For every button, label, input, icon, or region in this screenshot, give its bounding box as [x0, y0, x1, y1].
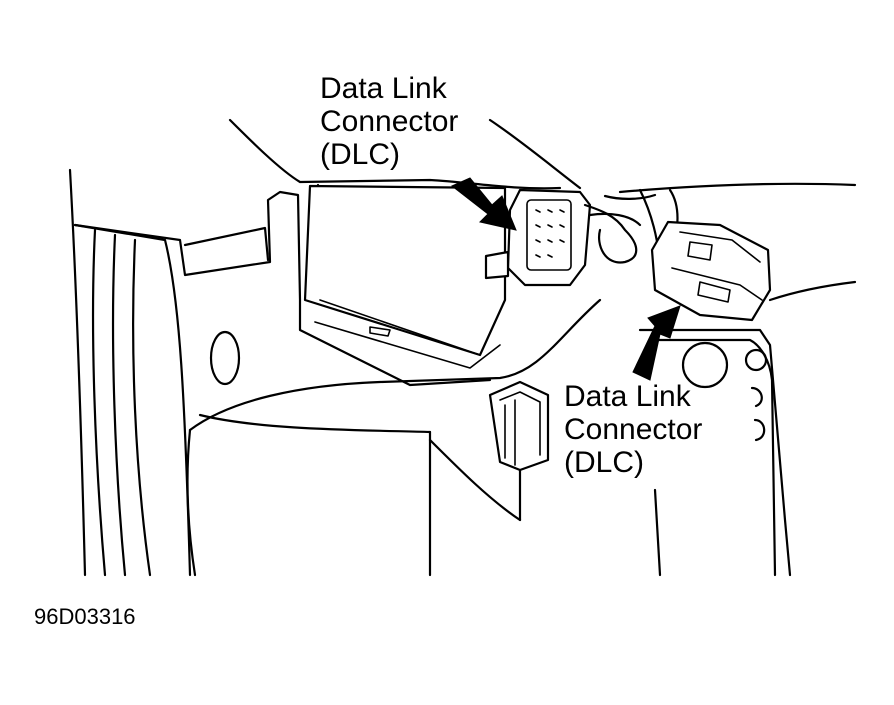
dlc-connector-lower [650, 220, 772, 322]
callout-line: Connector [564, 413, 703, 446]
arrow-upper [451, 177, 517, 231]
left-pillar [68, 168, 192, 577]
right-panel [638, 328, 792, 577]
figure-id: 96D03316 [34, 604, 136, 629]
callout-line: Data Link [320, 72, 447, 105]
dlc-connector-upper [484, 188, 592, 287]
callout-line: (DLC) [320, 138, 400, 171]
callout-line: Connector [320, 105, 459, 138]
callout-line: (DLC) [564, 446, 644, 479]
dash-upper-panel [228, 118, 857, 302]
support-bracket [488, 380, 550, 522]
arrow-lower [632, 305, 681, 381]
callout-line: Data Link [564, 380, 691, 413]
callout-dlc-lower: Data Link Connector (DLC) [564, 380, 702, 479]
callout-dlc-upper: Data Link Connector (DLC) [320, 72, 458, 171]
